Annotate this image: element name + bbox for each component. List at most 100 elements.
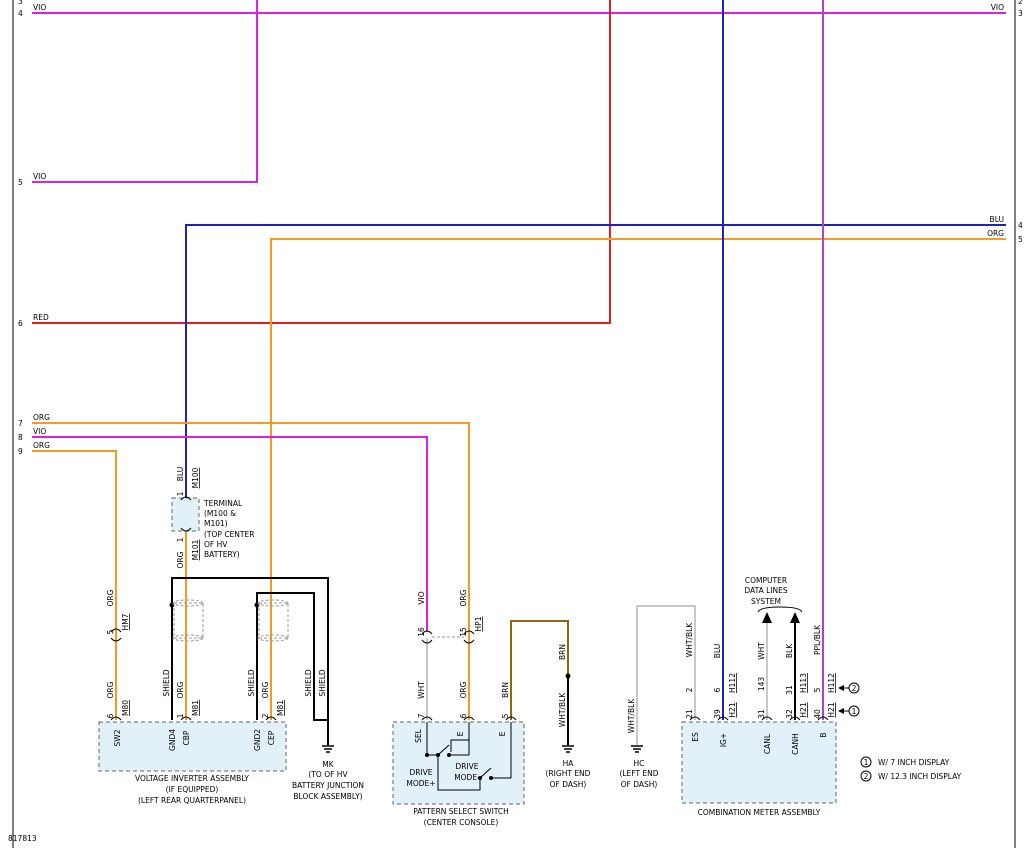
drive-mode-plus-label-1: DRIVE: [409, 768, 432, 777]
e-upper-num: 15: [459, 627, 468, 637]
terminal-bot-wire: ORG: [176, 551, 185, 568]
sel-upper-num: 16: [417, 627, 426, 637]
left-pin-5-num: 5: [18, 178, 23, 187]
canh-arrow-icon: [790, 612, 800, 623]
terminal-box: [171, 497, 200, 532]
gnd4-wire: SHIELD: [162, 669, 171, 697]
left-pin-9-color: ORG: [33, 441, 50, 450]
left-pin-4-num: 4: [18, 9, 23, 18]
switch-node-2: [436, 753, 440, 757]
shield-cable-a-top: [172, 599, 204, 607]
sel-connector: [421, 716, 433, 721]
hc-code: HC: [634, 759, 645, 768]
shield-cable-b-bot: [257, 634, 289, 642]
switch-circuit: [426, 722, 512, 791]
combination-meter-label: COMBINATION METER ASSEMBLY: [698, 808, 821, 817]
igplus-conn2: H112: [728, 673, 737, 693]
e6-connector: [463, 716, 475, 721]
igplus-wire: BLU: [713, 644, 722, 658]
terminal-label-3: M101): [204, 519, 228, 528]
pattern-switch-sublabel: (CENTER CONSOLE): [424, 818, 499, 827]
es-num2: 2: [685, 687, 694, 692]
cbp-wire: ORG: [176, 681, 185, 698]
canh-wire: BLK: [785, 643, 794, 658]
cbp-connector: [180, 716, 192, 721]
right-pin-3-num: 3: [1018, 9, 1023, 18]
hc-label-1: (LEFT END: [619, 769, 658, 778]
wire-org-7: [32, 422, 470, 720]
terminal-label-5: OF HV: [204, 540, 228, 549]
terminal-label-1: TERMINAL: [203, 499, 243, 508]
voltage-inverter-sublabel-2: (LEFT REAR QUARTERPANEL): [138, 796, 246, 805]
e5-connector: [505, 716, 517, 721]
sw2-pin-name: SW2: [113, 729, 122, 746]
data-lines-bracket: [757, 606, 803, 613]
e-upper-connector: [463, 630, 475, 644]
left-pin-7-color: ORG: [33, 413, 50, 422]
left-pin-7-num: 7: [18, 419, 23, 428]
canh-conn: H21: [799, 702, 808, 717]
right-pin-5-num: 5: [1018, 235, 1023, 244]
sel-wire: WHT: [417, 681, 426, 699]
cep-pin-name: CEP: [267, 730, 276, 745]
canl-pin-name: CANL: [763, 733, 772, 754]
mk-code: MK: [322, 760, 334, 769]
wire-wht-blk-es: [636, 605, 696, 745]
igplus-num2: 6: [713, 687, 722, 692]
b-wire: PPL/BLK: [813, 624, 822, 655]
data-lines-label-1: COMPUTER: [745, 576, 787, 585]
option-1-mark: 1: [852, 707, 857, 716]
sel-num: 7: [417, 713, 426, 718]
legend-2-mark: 2: [864, 772, 869, 781]
igplus-connector: [717, 716, 729, 721]
ha-splice-dot: [565, 673, 571, 679]
terminal-label-2: (M100 &: [204, 509, 236, 518]
left-pin-9-num: 9: [18, 447, 23, 456]
sw2-upper-conn: HM7: [121, 613, 130, 630]
shield-wire-label-b: SHIELD: [318, 669, 327, 697]
e6-pin-name: E: [456, 731, 465, 736]
cep-connector: [265, 716, 277, 721]
es-wire: WHT/BLK: [685, 622, 694, 657]
cbp-pin-num: 1: [176, 713, 185, 718]
option-2-mark: 2: [852, 684, 857, 693]
cep-pin-num: 2: [261, 713, 270, 718]
switch-node-1: [425, 753, 429, 757]
canh-connector: [789, 716, 801, 721]
es-connector: [689, 716, 701, 721]
voltage-inverter-sublabel-1: (IF EQUIPPED): [166, 785, 219, 794]
mk-label-3: BLOCK ASSEMBLY): [293, 792, 362, 801]
igplus-pin-name: IG+: [719, 733, 728, 747]
e-upper-wire: ORG: [459, 589, 468, 606]
sw2-upper-num: 5: [106, 629, 115, 634]
legend-1-circle: [860, 756, 872, 768]
mk-ground-icon: [322, 745, 334, 753]
terminal-top-connector: [180, 496, 192, 501]
sel-upper-wire: VIO: [417, 591, 426, 604]
right-pin-partial: 2: [1018, 0, 1023, 6]
wire-shield-b: [256, 592, 328, 721]
wire-org-right-5: [270, 238, 1006, 720]
canl-arrow-icon: [762, 612, 772, 623]
combination-meter-box: [681, 721, 837, 804]
shield-cable-a: [173, 602, 204, 639]
wire-shield-a: [171, 577, 329, 745]
left-pin-8-color: VIO: [33, 427, 46, 436]
cep-conn: M81: [276, 700, 285, 716]
wire-red-6: [32, 0, 611, 324]
canh-num: 32: [785, 709, 794, 719]
right-pin-4-num: 4: [1018, 221, 1023, 230]
b-pin-name: B: [819, 732, 828, 737]
hc-wire: WHT/BLK: [627, 698, 636, 733]
terminal-top-wire: BLU: [176, 467, 185, 481]
ha-label-1: (RIGHT END: [546, 769, 591, 778]
ha-code: HA: [563, 759, 575, 768]
gnd4-pin-name: GND4: [168, 729, 177, 751]
canl-num: 31: [757, 709, 766, 719]
igplus-conn: H21: [728, 702, 737, 717]
shield-cable-b-top: [257, 599, 289, 607]
terminal-top-pin: 1: [176, 491, 185, 496]
sel-pin-name: SEL: [414, 728, 423, 742]
sw2-pin-num: 6: [106, 713, 115, 718]
